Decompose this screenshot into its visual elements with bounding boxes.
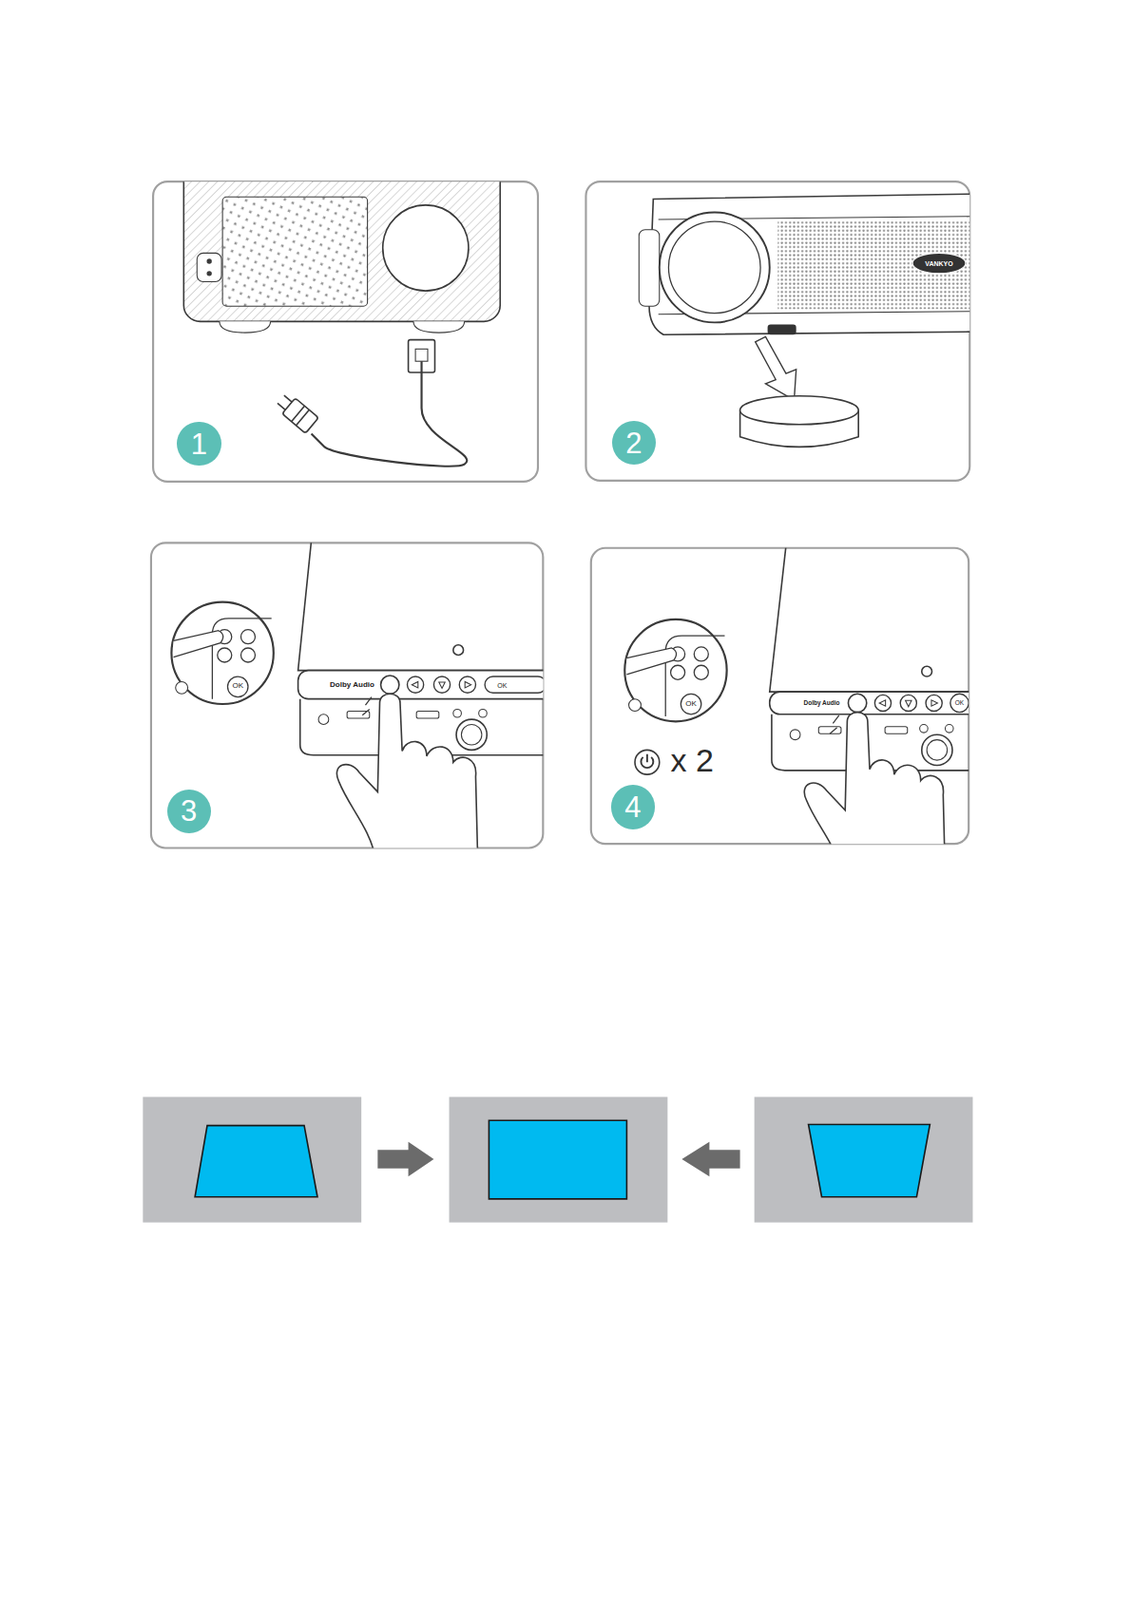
callout-number: 1 xyxy=(176,422,221,466)
projector-top xyxy=(624,548,969,845)
projector-rear xyxy=(183,181,500,467)
brand-logo: VANKYO xyxy=(924,260,953,268)
callout-number: 3 xyxy=(167,789,212,834)
power-symbol xyxy=(634,749,660,775)
audio-logo: Dolby Audio xyxy=(329,681,375,690)
keystone-diagram xyxy=(142,1097,973,1224)
button-label: OK xyxy=(955,700,964,708)
callout-number: 2 xyxy=(612,421,656,465)
button-label: OK xyxy=(231,682,244,691)
projector-top xyxy=(171,542,543,848)
step-number: 4 xyxy=(624,792,641,823)
button-label: OK xyxy=(685,700,697,709)
press-count: x 2 xyxy=(670,744,713,777)
callout-number: 4 xyxy=(611,785,655,829)
button-label: OK xyxy=(497,681,507,689)
step-number: 2 xyxy=(625,428,642,459)
audio-logo: Dolby Audio xyxy=(803,700,840,708)
projector-front xyxy=(638,193,970,447)
step-number: 1 xyxy=(191,429,208,460)
step-number: 3 xyxy=(180,796,197,826)
